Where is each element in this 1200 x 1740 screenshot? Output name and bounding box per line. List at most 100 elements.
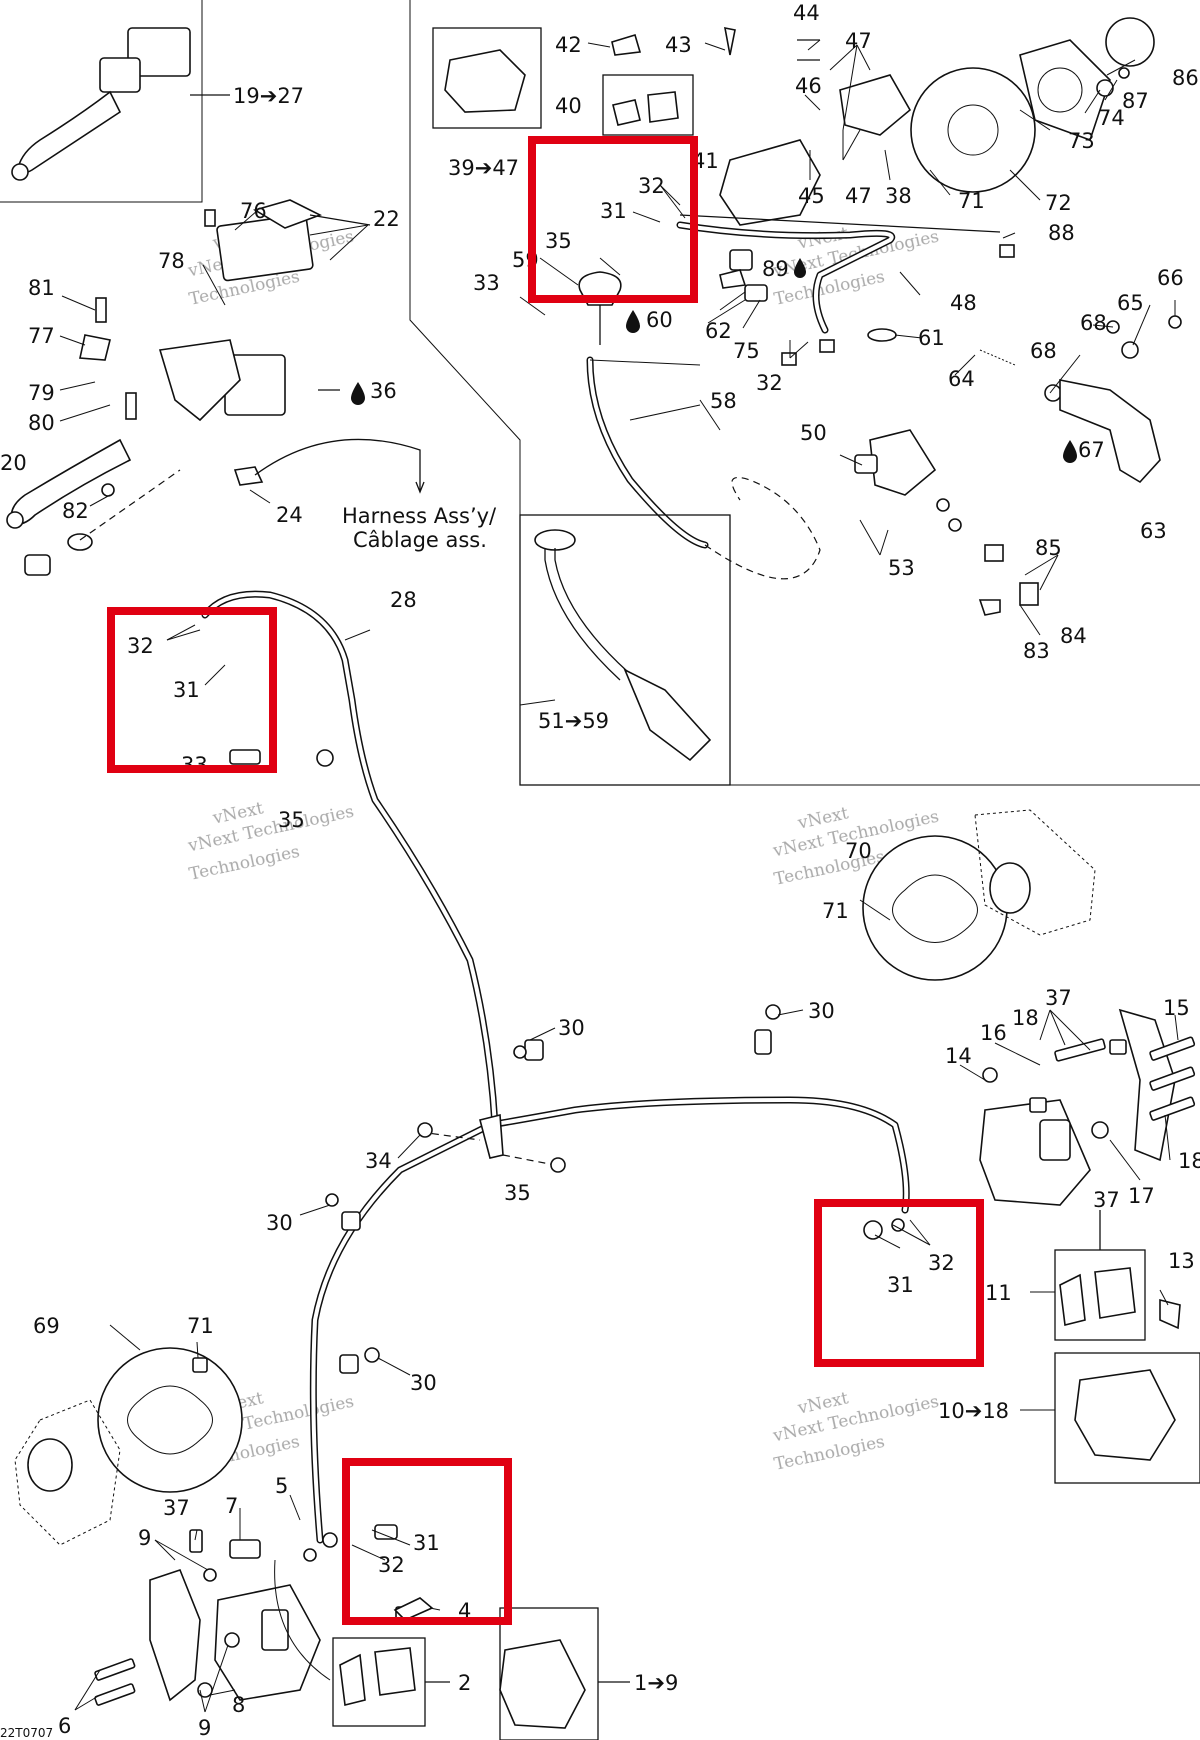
callout-32-bottom: 32: [378, 1553, 405, 1577]
hand-brake-lever-assembly-top: [11, 27, 230, 181]
oil-drop-icon-60: [626, 310, 640, 333]
callout-80: 80: [28, 411, 55, 435]
callout-9-top: 9: [138, 1526, 151, 1550]
callout-31-bottom: 31: [413, 1531, 440, 1555]
right-wheel-disc: [862, 809, 1096, 981]
callout-78: 78: [158, 249, 185, 273]
callout-83: 83: [1023, 639, 1050, 663]
left-wheel-disc: [14, 1347, 243, 1546]
callout-32-top: 32: [638, 174, 665, 198]
callout-9-bottom: 9: [198, 1716, 211, 1740]
leader-lines: [59, 39, 1179, 1713]
callout-50: 50: [800, 421, 827, 445]
callout-18-top: 18: [1012, 1006, 1039, 1030]
callout-2: 2: [458, 1671, 471, 1695]
callout-38: 38: [885, 184, 912, 208]
callout-8: 8: [232, 1693, 245, 1717]
oil-drop-icons: [351, 258, 1077, 463]
callout-53: 53: [888, 556, 915, 580]
callout-61: 61: [918, 326, 945, 350]
callout-35-left: 35: [278, 808, 305, 832]
right-caliper-assembly: [863, 1008, 1200, 1484]
callout-60: 60: [646, 308, 673, 332]
callout-5: 5: [275, 1474, 288, 1498]
highlight-box-right: [814, 1199, 984, 1367]
callout-16: 16: [980, 1021, 1007, 1045]
callout-37-right-top: 37: [1045, 986, 1072, 1010]
callout-19-27: 19➔27: [233, 84, 304, 108]
callout-39-47: 39➔47: [448, 156, 519, 180]
callout-75: 75: [733, 339, 760, 363]
callout-30-c: 30: [266, 1211, 293, 1235]
callout-88: 88: [1048, 221, 1075, 245]
callout-85: 85: [1035, 536, 1062, 560]
highlight-box-bottom: [342, 1458, 512, 1625]
callout-30-a: 30: [558, 1016, 585, 1040]
watermark-group: vNext vNext Technologies Technologies vN…: [185, 223, 940, 1474]
callout-46: 46: [795, 74, 822, 98]
highlight-boxes: [107, 136, 984, 1625]
callout-82: 82: [62, 499, 89, 523]
callout-51-59: 51➔59: [538, 709, 609, 733]
highlight-box-left: [107, 607, 277, 773]
callout-32-mid: 32: [756, 371, 783, 395]
callout-71-top: 71: [958, 189, 985, 213]
callout-28: 28: [390, 588, 417, 612]
callout-67: 67: [1078, 438, 1105, 462]
inset-51-59: [519, 514, 731, 786]
callout-42: 42: [555, 33, 582, 57]
callout-71-right: 71: [822, 899, 849, 923]
callout-32-right: 32: [928, 1251, 955, 1275]
callout-70: 70: [845, 839, 872, 863]
callout-13: 13: [1168, 1249, 1195, 1273]
callout-1-9: 1➔9: [634, 1671, 678, 1695]
callout-68-mid: 68: [1030, 339, 1057, 363]
section-frames: [0, 0, 1200, 786]
callout-74: 74: [1098, 106, 1125, 130]
callout-14: 14: [945, 1044, 972, 1068]
callout-10-18: 10➔18: [938, 1399, 1009, 1423]
main-brake-hose-28: [201, 590, 910, 1544]
callout-77: 77: [28, 324, 55, 348]
callout-68-top: 68: [1080, 311, 1107, 335]
callout-7: 7: [225, 1494, 238, 1518]
callout-36: 36: [370, 379, 397, 403]
callout-48: 48: [950, 291, 977, 315]
callout-63: 63: [1140, 519, 1167, 543]
callout-11: 11: [985, 1281, 1012, 1305]
oil-drop-icon-90: [794, 258, 806, 278]
callout-76: 76: [240, 199, 267, 223]
callout-73: 73: [1068, 129, 1095, 153]
callout-37-right-bottom: 37: [1093, 1188, 1120, 1212]
callout-15: 15: [1163, 996, 1190, 1020]
harness-label-line-1: Harness Ass’y/: [342, 504, 497, 528]
callout-37-left: 37: [163, 1496, 190, 1520]
callout-17: 17: [1128, 1184, 1155, 1208]
callout-87: 87: [1122, 89, 1149, 113]
callout-62: 62: [705, 319, 732, 343]
diagram-code: 22T0707: [0, 1726, 53, 1740]
left-master-cylinder-assembly: [6, 199, 425, 576]
callout-66: 66: [1157, 266, 1184, 290]
callout-30-b: 30: [808, 999, 835, 1023]
harness-label-line-2: Câblage ass.: [353, 528, 487, 552]
callout-47-top: 47: [845, 29, 872, 53]
callout-86: 86: [1172, 66, 1199, 90]
callout-81: 81: [28, 276, 55, 300]
top-center-parts: [432, 17, 1155, 226]
callout-69: 69: [33, 1314, 60, 1338]
callout-89: 89: [762, 257, 789, 281]
callout-31-top: 31: [600, 199, 627, 223]
callout-32-left: 32: [127, 634, 154, 658]
oil-drop-icon-67: [1063, 440, 1077, 463]
callout-58: 58: [710, 389, 737, 413]
callout-34: 34: [365, 1149, 392, 1173]
callout-65: 65: [1117, 291, 1144, 315]
callout-31-left: 31: [173, 678, 200, 702]
callout-79: 79: [28, 381, 55, 405]
callout-84: 84: [1060, 624, 1087, 648]
callout-40: 40: [555, 94, 582, 118]
callout-18-right: 18: [1178, 1149, 1200, 1173]
